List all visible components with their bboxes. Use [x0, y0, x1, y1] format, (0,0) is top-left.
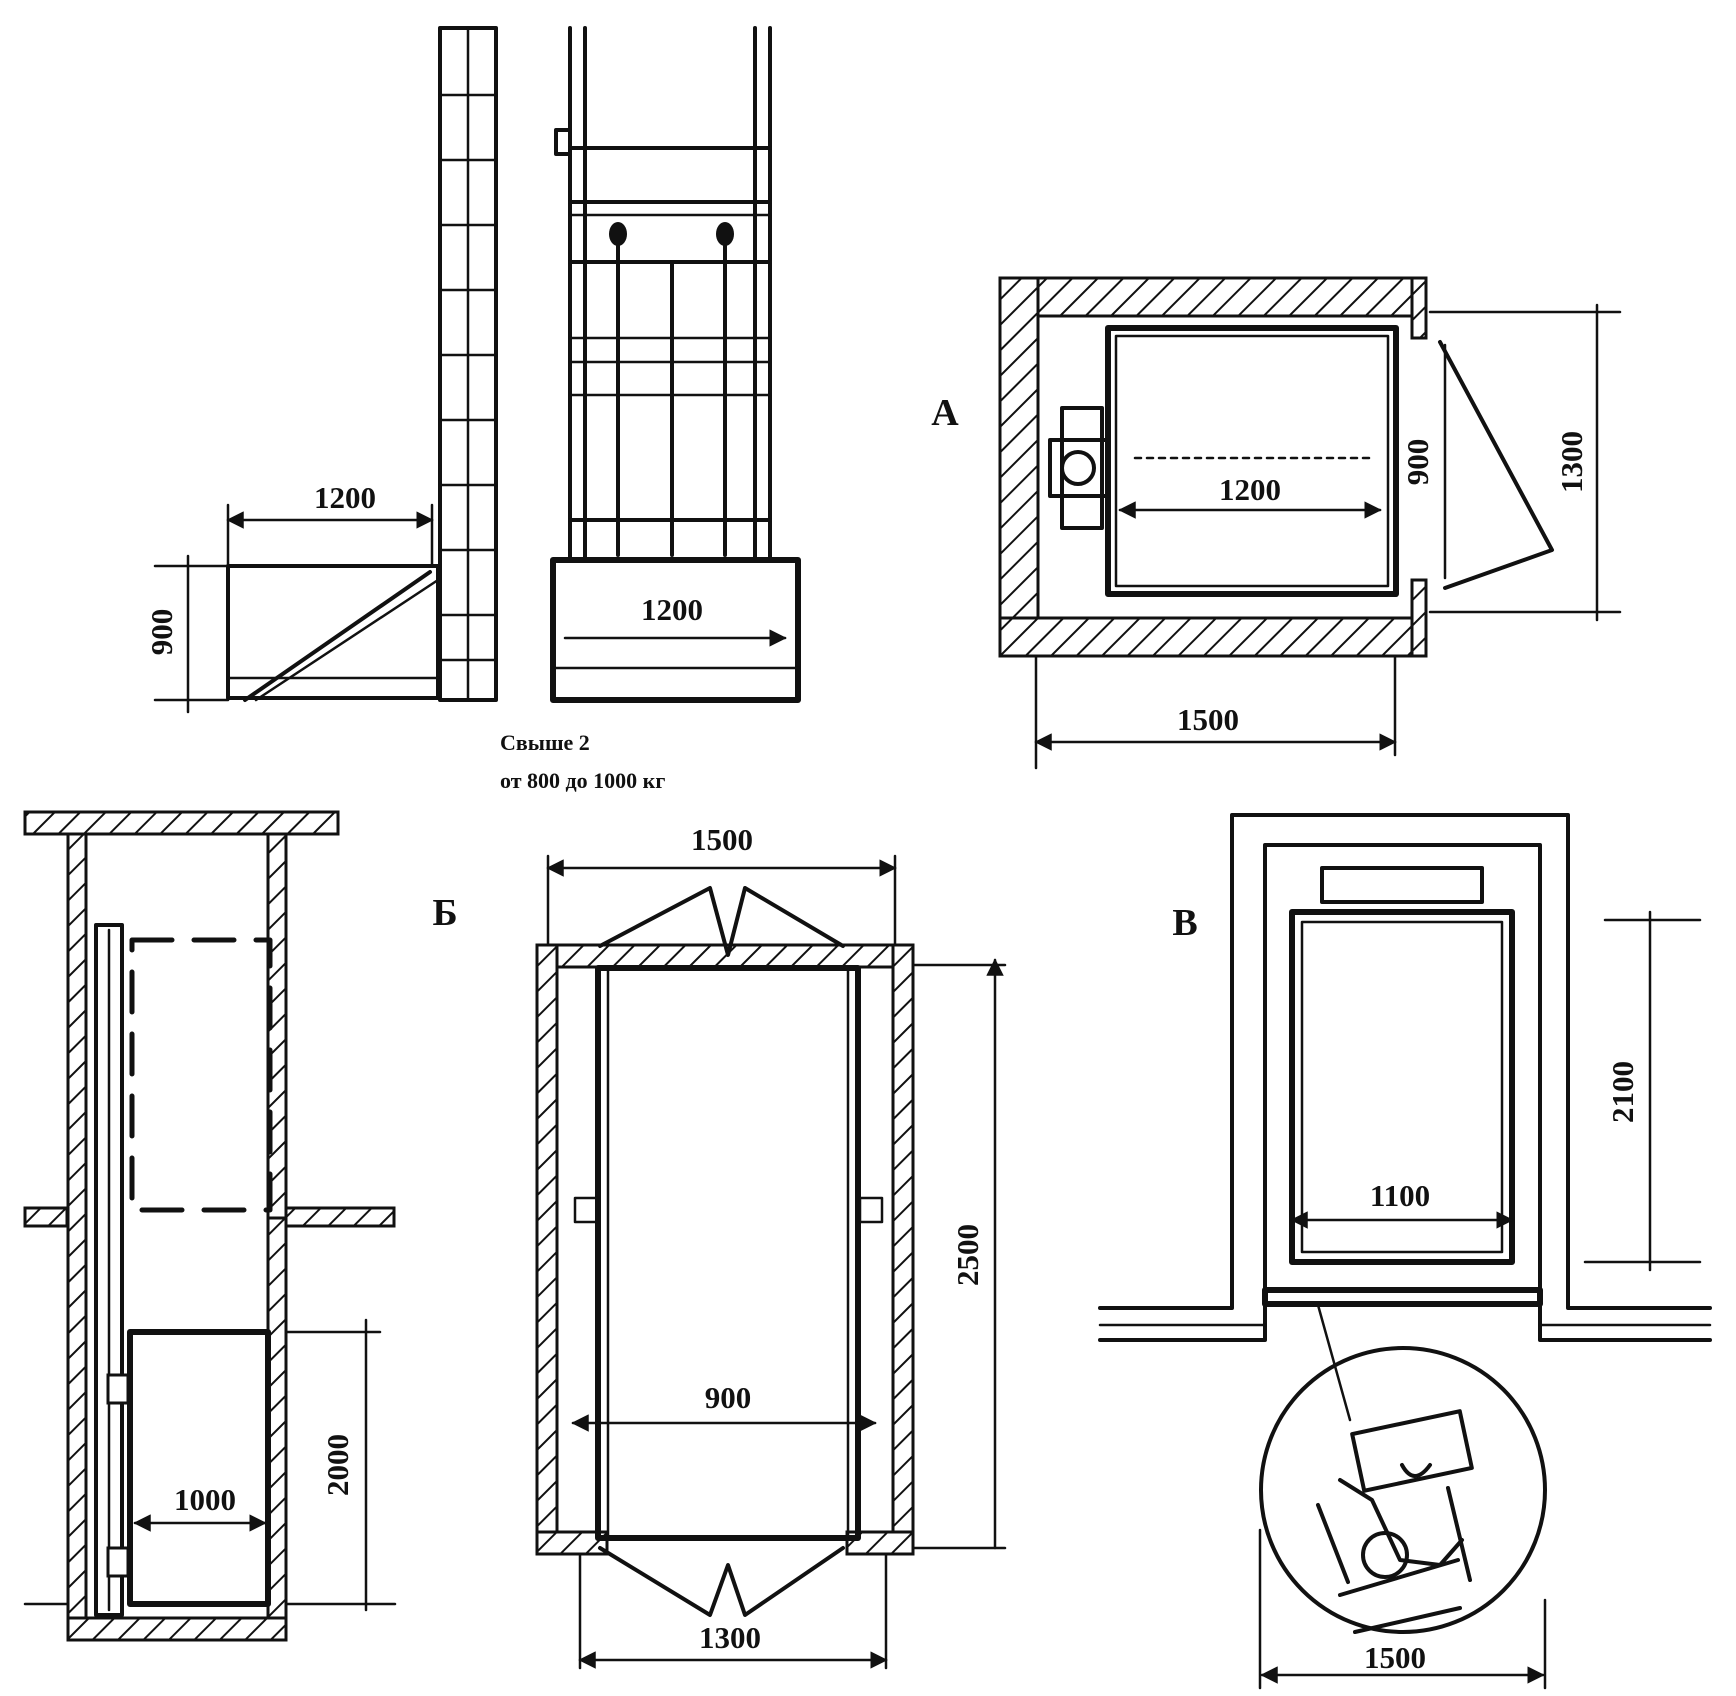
view-v: В 1100 2100 [1098, 813, 1712, 1690]
wall-jamb-top [1410, 276, 1428, 340]
floor-slab-right [284, 1206, 396, 1228]
label-a: А [931, 392, 959, 434]
wall-left-b [535, 943, 559, 1547]
dim-2100-view-v: 2100 [1605, 1061, 1640, 1123]
dim-900-plan-a: 900 [1400, 439, 1435, 486]
section-b: Б 1000 2000 [23, 810, 458, 1642]
shaft-outline-inner [1098, 843, 1712, 1342]
floor-slab-left [23, 1206, 69, 1228]
door-frame [1289, 909, 1515, 1265]
pit-slab [66, 1616, 288, 1642]
dim-1200-cab: 1200 [641, 592, 703, 627]
wall-bottom-left-b [535, 1530, 609, 1556]
plan-b: 1500 2500 900 1300 [535, 822, 1007, 1670]
wheelchair-icon [1316, 1409, 1474, 1634]
label-v: В [1172, 902, 1197, 944]
platform-lift-elevation: 1200 900 [144, 26, 801, 793]
dim-platform-width: 1200 [226, 480, 434, 568]
pulley-right [716, 222, 734, 246]
dim-1200-plan-a: 1200 [1219, 472, 1281, 507]
dim-1200-platform: 1200 [314, 480, 376, 515]
pulley-left [609, 222, 627, 246]
counterweight [1048, 406, 1110, 530]
roof-slab [23, 810, 340, 836]
dim-1300-plan-a: 1300 [1554, 431, 1589, 493]
roller-left [573, 1196, 599, 1224]
door-leaves-top [598, 886, 845, 957]
dim-1100-view-v: 1100 [1370, 1178, 1430, 1213]
caption-line-1: Свыше 2 [500, 730, 590, 755]
caption-line-2: от 800 до 1000 кг [500, 768, 665, 793]
floor-indicator [1320, 866, 1484, 904]
dim-900-plan-b: 900 [705, 1380, 752, 1415]
plan-a: А 1200 900 1300 1500 [931, 276, 1622, 770]
cab-elevation: 1200 [550, 26, 801, 703]
wall-bottom-right-b [845, 1530, 915, 1556]
dim-2500-plan-b: 2500 [950, 1224, 985, 1286]
turning-circle [1259, 1346, 1547, 1634]
threshold [1262, 1287, 1543, 1307]
wall-jamb-bottom [1410, 578, 1428, 658]
door-swing [1438, 340, 1554, 590]
lattice-mast [438, 26, 498, 702]
cab-plan-b [595, 965, 861, 1541]
dim-platform-height: 900 [144, 554, 230, 714]
cab-upper-dashed [129, 937, 273, 1213]
dim-1500-plan-b: 1500 [691, 822, 753, 857]
wall-right-b [891, 943, 915, 1547]
shaft-wall-left [66, 832, 88, 1636]
wall-bottom [998, 616, 1427, 658]
roller-right [858, 1196, 884, 1224]
platform-frame [226, 564, 440, 702]
dim-1500-view-v: 1500 [1364, 1640, 1426, 1675]
label-b: Б [432, 892, 457, 934]
door-leaves-bottom [598, 1546, 845, 1617]
cab-lower [127, 1329, 271, 1607]
dim-2000-section-b: 2000 [320, 1434, 355, 1496]
cab-plan [1105, 325, 1399, 597]
wall-left [998, 276, 1040, 658]
shaft-outline-outer [1098, 813, 1712, 1310]
guide-rail [94, 923, 124, 1617]
dim-1000-section-b: 1000 [174, 1482, 236, 1517]
dim-1500-plan-a: 1500 [1177, 702, 1239, 737]
wall-top [998, 276, 1427, 318]
dim-1300-plan-b: 1300 [699, 1620, 761, 1655]
dim-900-platform: 900 [144, 609, 179, 656]
